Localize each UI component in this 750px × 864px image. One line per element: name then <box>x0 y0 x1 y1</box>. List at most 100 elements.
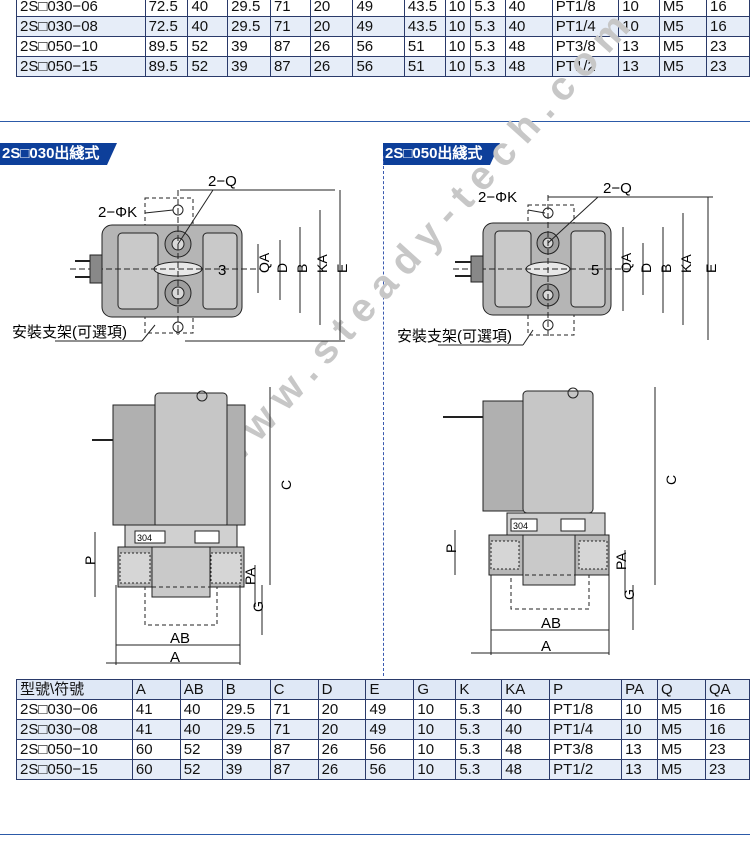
bottom-table-cell: 40 <box>501 699 551 720</box>
bottom-table-cell: 29.5 <box>221 719 271 740</box>
left-section-title: 2S□030出綫式 <box>0 143 118 165</box>
bottom-table-cell: 41 <box>131 699 181 720</box>
right-label-d: D <box>638 263 654 273</box>
bottom-table-cell: 10 <box>413 759 457 780</box>
bottom-table-cell: 52 <box>179 759 223 780</box>
bottom-table-header-cell: AB <box>179 679 223 700</box>
bottom-table-cell: 56 <box>365 759 415 780</box>
bottom-table-cell: M5 <box>657 719 706 740</box>
top-table-cell: 40 <box>187 16 229 37</box>
bottom-table-cell: PT1/2 <box>549 759 623 780</box>
bottom-table-cell: 60 <box>131 739 181 760</box>
top-table-cell: 26 <box>309 56 354 77</box>
top-table-cell: 20 <box>309 16 354 37</box>
top-table-cell: 2S□030−06 <box>16 0 146 17</box>
top-table-cell: 10 <box>618 16 660 37</box>
bottom-table-cell: M5 <box>657 699 706 720</box>
right-label-g: G <box>621 589 637 600</box>
bottom-table-header-cell: C <box>269 679 319 700</box>
top-table-cell: 20 <box>309 0 354 17</box>
top-table-cell: 5.3 <box>470 36 506 57</box>
left-label-g: G <box>250 601 266 612</box>
section-divider-bottom <box>0 834 750 835</box>
top-table-cell: PT1/2 <box>551 56 620 77</box>
top-table-cell: M5 <box>658 0 708 17</box>
bottom-table-cell: 41 <box>131 719 181 740</box>
top-table-cell: 89.5 <box>144 56 189 77</box>
top-table-cell: 5.3 <box>470 0 506 17</box>
left-label-2q: 2−Q <box>208 173 237 190</box>
top-table-cell: 13 <box>618 56 660 77</box>
bottom-table-cell: 52 <box>179 739 223 760</box>
top-table-cell: 51 <box>403 36 446 57</box>
bottom-table-cell: 13 <box>621 759 659 780</box>
bottom-table-cell: 10 <box>413 699 457 720</box>
bottom-table-header-cell: Q <box>657 679 706 700</box>
left-label-p: P <box>82 556 98 565</box>
bottom-table-cell: 20 <box>317 699 367 720</box>
top-table-cell: 71 <box>269 16 311 37</box>
bottom-table-header-cell: K <box>455 679 503 700</box>
top-table-cell: 51 <box>403 56 446 77</box>
bottom-table-cell: PT3/8 <box>549 739 623 760</box>
bottom-table-cell: 39 <box>221 739 271 760</box>
left-label-pa: PA <box>242 567 258 585</box>
top-table-cell: 39 <box>227 36 271 57</box>
bottom-table-header-cell: D <box>317 679 367 700</box>
left-label-ab: AB <box>170 630 190 647</box>
top-table-cell: 39 <box>227 56 271 77</box>
bottom-table-cell: 40 <box>179 719 223 740</box>
top-table-cell: PT1/4 <box>551 16 620 37</box>
top-table-cell: 10 <box>444 56 472 77</box>
bottom-table-cell: 5.3 <box>455 699 503 720</box>
right-label-5: 5 <box>591 262 599 279</box>
bottom-table-cell: 49 <box>365 719 415 740</box>
top-table-cell: 49 <box>352 0 405 17</box>
top-table-cell: 5.3 <box>470 16 506 37</box>
right-label-qa: QA <box>618 252 634 273</box>
bottom-table-cell: 48 <box>501 759 551 780</box>
bottom-table-cell: 39 <box>221 759 271 780</box>
bottom-table-cell: 13 <box>621 739 659 760</box>
section-divider-top <box>0 121 750 122</box>
top-table-cell: 52 <box>187 56 229 77</box>
bottom-table-header-cell: A <box>131 679 181 700</box>
right-label-2phik: 2−ΦK <box>478 189 517 206</box>
bottom-table-cell: 5.3 <box>455 759 503 780</box>
top-table-cell: 2S□050−15 <box>16 56 146 77</box>
bottom-table-cell: 48 <box>501 739 551 760</box>
bottom-table-cell: 5.3 <box>455 719 503 740</box>
top-table-cell: 23 <box>706 36 750 57</box>
bottom-table-cell: 10 <box>621 719 659 740</box>
top-table-cell: 56 <box>352 36 405 57</box>
left-label-a: A <box>170 649 180 666</box>
top-table-cell: 56 <box>352 56 405 77</box>
top-table-cell: 48 <box>504 56 553 77</box>
left-drawing: 2−Q 2−ΦK 安裝支架(可選項) 3 QA D B KA E C P PA … <box>12 173 350 666</box>
top-table-cell: 49 <box>352 16 405 37</box>
bottom-table-header-cell: QA <box>704 679 750 700</box>
left-label-c: C <box>278 480 294 490</box>
bottom-table-cell: 49 <box>365 699 415 720</box>
bottom-table-header-cell: PA <box>621 679 659 700</box>
top-table-cell: 43.5 <box>403 16 446 37</box>
bottom-table-cell: 87 <box>269 739 319 760</box>
bottom-table-header-cell: B <box>221 679 271 700</box>
left-label-mount: 安裝支架(可選項) <box>12 324 127 341</box>
bottom-table-cell: 23 <box>704 739 750 760</box>
bottom-table-cell: 71 <box>269 699 319 720</box>
bottom-table-cell: 29.5 <box>221 699 271 720</box>
bottom-table-cell: 16 <box>704 719 750 740</box>
left-label-304: 304 <box>137 533 152 543</box>
top-table-cell: 89.5 <box>144 36 189 57</box>
bottom-table-cell: 56 <box>365 739 415 760</box>
left-label-2phik: 2−ΦK <box>98 204 137 221</box>
